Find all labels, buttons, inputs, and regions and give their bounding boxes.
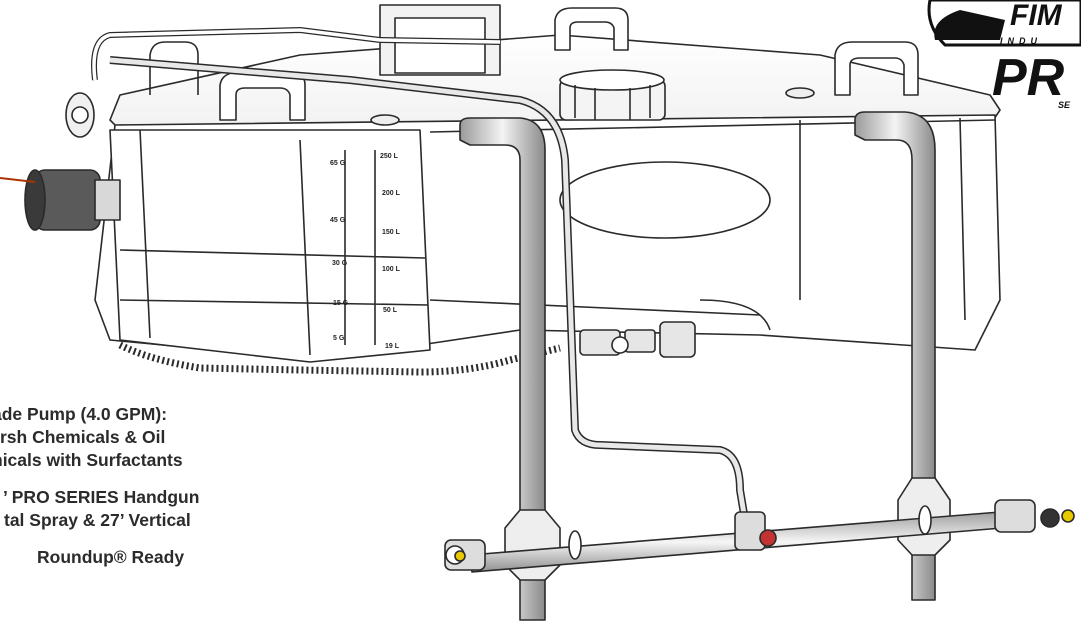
- feature-line: Roundup® Ready: [37, 547, 185, 567]
- feature-pump: ade Pump (4.0 GPM): rsh Chemicals & Oil …: [0, 403, 199, 472]
- scale-gal-1: 65 G: [330, 160, 346, 167]
- pump: [0, 169, 121, 231]
- rear-fittings: [579, 321, 696, 358]
- feature-roundup: Roundup® Ready: [0, 546, 199, 569]
- clamp-left: [504, 509, 561, 581]
- svg-text:FIM: FIM: [1010, 0, 1063, 32]
- tank-emblem: [559, 161, 771, 239]
- feature-line: ’ PRO SERIES Handgun: [3, 487, 200, 507]
- feature-line: tal Spray & 27’ Vertical: [4, 510, 191, 530]
- feature-line: nicals with Surfactants: [0, 450, 183, 470]
- coil-cable: [118, 341, 561, 376]
- feature-line: ade Pump (4.0 GPM):: [0, 404, 168, 424]
- scale-gal-5: 5 G: [333, 335, 345, 342]
- brand-logo: FIM INDU PR SE: [927, 0, 1081, 110]
- scale-gal-2: 45 G: [330, 217, 346, 224]
- svg-text:PR: PR: [992, 49, 1065, 107]
- nozzle-right: [994, 499, 1075, 533]
- svg-text:INDU: INDU: [1000, 36, 1042, 46]
- feature-line: rsh Chemicals & Oil: [0, 427, 166, 447]
- scale-l-1: 250 L: [380, 153, 399, 160]
- tank-front-block: [109, 129, 431, 363]
- svg-text:SE: SE: [1058, 100, 1071, 110]
- nozzle-center: [734, 511, 777, 551]
- feature-handgun: ’ PRO SERIES Handgun tal Spray & 27’ Ver…: [0, 486, 199, 532]
- scale-l-2: 200 L: [382, 190, 401, 197]
- scale-l-5: 50 L: [383, 307, 398, 314]
- nozzle-left: [444, 539, 486, 571]
- scale-l-3: 150 L: [382, 229, 401, 236]
- scale-gal-4: 15 G: [333, 300, 349, 307]
- scale-l-6: 19 L: [385, 343, 400, 350]
- handle-center: [554, 7, 629, 51]
- frame-left: [459, 117, 546, 621]
- handle-right: [834, 41, 919, 96]
- feature-list: ade Pump (4.0 GPM): rsh Chemicals & Oil …: [0, 403, 199, 583]
- scale-gal-3: 30 G: [332, 260, 348, 267]
- scale-l-4: 100 L: [382, 266, 401, 273]
